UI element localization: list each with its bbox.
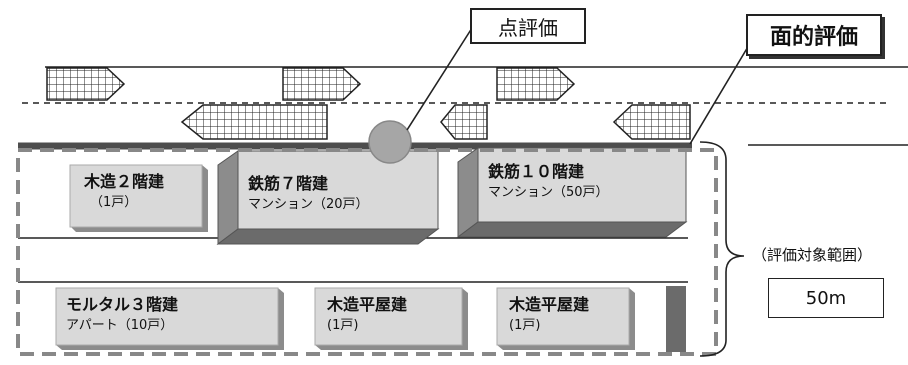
range-brace bbox=[699, 141, 745, 357]
range-value-box: 50m bbox=[768, 278, 884, 318]
building-side bbox=[217, 150, 239, 245]
range-value-text: 50m bbox=[805, 287, 847, 309]
building-type-text: 木造平屋建 bbox=[509, 295, 590, 314]
vehicle-icon bbox=[612, 104, 691, 140]
building-bottom bbox=[216, 228, 440, 245]
vehicle-icon bbox=[440, 104, 488, 140]
building-units-text: マンション（20戸） bbox=[248, 197, 369, 212]
building-rc7 bbox=[237, 150, 439, 230]
building-edge-post bbox=[666, 286, 686, 352]
evaluation-point-icon bbox=[368, 120, 412, 164]
point-evaluation-label: 点評価 bbox=[470, 8, 586, 44]
area-callout-leader bbox=[689, 39, 753, 145]
building-units-text: アパート（10戸） bbox=[66, 318, 174, 333]
road bbox=[18, 66, 908, 150]
point-callout-leader bbox=[406, 27, 473, 131]
vehicles bbox=[46, 67, 691, 140]
vehicle-icon bbox=[180, 104, 328, 140]
building-type-text: モルタル３階建 bbox=[66, 295, 179, 314]
area-evaluation-text: 面的評価 bbox=[769, 25, 858, 50]
vehicle-icon bbox=[46, 67, 126, 101]
evaluation-range-border bbox=[16, 148, 718, 356]
building-type-text: 木造２階建 bbox=[84, 172, 165, 191]
building-hiraya-a bbox=[314, 287, 463, 346]
vehicle-icon bbox=[496, 67, 576, 101]
buildings bbox=[55, 147, 688, 352]
building-label-hiraya-a: 木造平屋建 (1戸) bbox=[327, 294, 407, 336]
building-mortar3 bbox=[55, 287, 279, 346]
building-label-rc10: 鉄筋１０階建 マンション（50戸） bbox=[488, 161, 609, 203]
range-caption: （評価対象範囲） bbox=[752, 246, 873, 264]
point-evaluation-text: 点評価 bbox=[498, 15, 558, 40]
building-type-text: 鉄筋７階建 bbox=[248, 174, 329, 193]
building-label-mokuzo2: 木造２階建 （1戸） bbox=[84, 171, 164, 213]
building-type-text: 鉄筋１０階建 bbox=[488, 162, 585, 181]
building-label-mortar3: モルタル３階建 アパート（10戸） bbox=[66, 294, 178, 336]
building-label-hiraya-b: 木造平屋建 (1戸) bbox=[509, 294, 589, 336]
building-type-text: 木造平屋建 bbox=[327, 295, 408, 314]
building-label-rc7: 鉄筋７階建 マンション（20戸） bbox=[248, 173, 369, 215]
building-rc10 bbox=[477, 147, 687, 223]
building-mokuzo2 bbox=[69, 164, 203, 228]
building-units-text: マンション（50戸） bbox=[488, 185, 609, 200]
area-evaluation-label: 面的評価 bbox=[746, 14, 882, 56]
vehicle-icon bbox=[282, 67, 362, 101]
building-bottom bbox=[456, 221, 688, 238]
building-units-text: (1戸) bbox=[509, 318, 541, 333]
building-hiraya-b bbox=[496, 287, 630, 346]
lot-lines bbox=[18, 237, 688, 283]
building-units-text: (1戸) bbox=[327, 318, 359, 333]
building-units-text: （1戸） bbox=[90, 195, 138, 210]
